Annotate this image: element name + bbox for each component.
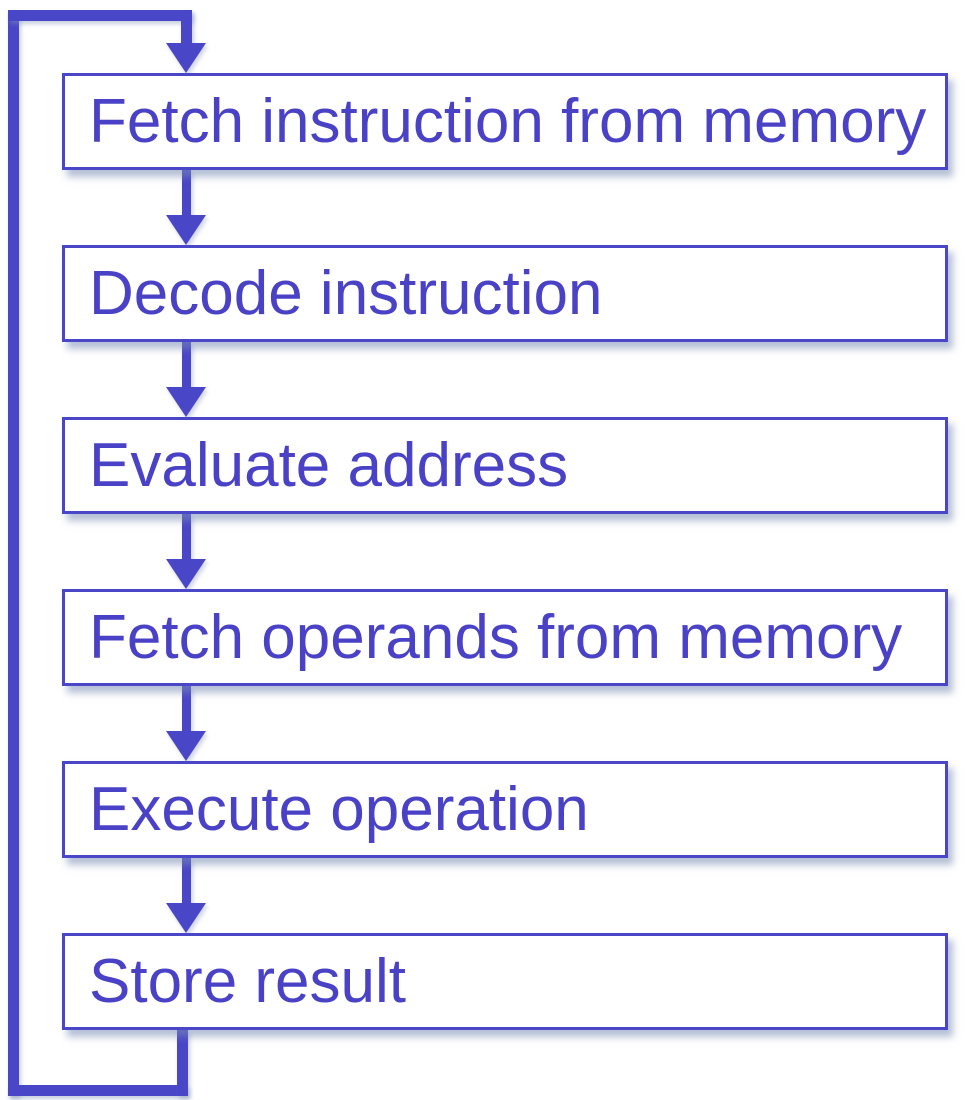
arrowhead-down-icon [166,215,206,245]
arrowhead-down-icon [166,387,206,417]
loop-line-left-segment [8,10,19,1096]
step-label: Execute operation [89,774,589,844]
arrowhead-loop-into-fetch-instruction-icon [166,43,206,73]
arrowhead-down-icon [166,559,206,589]
loop-line-store-exit-segment [177,1030,188,1096]
loop-line-top-drop-segment [181,10,192,48]
connector-operands-to-execute [182,686,191,733]
step-box-decode-instruction: Decode instruction [62,245,948,342]
connector-decode-to-evaluate [182,342,191,389]
arrowhead-down-icon [166,731,206,761]
step-box-fetch-operands: Fetch operands from memory [62,589,948,686]
step-label: Fetch instruction from memory [89,86,927,156]
step-box-execute-operation: Execute operation [62,761,948,858]
connector-evaluate-to-operands [182,514,191,561]
connector-execute-to-store [182,858,191,905]
step-label: Store result [89,946,407,1016]
step-label: Evaluate address [89,430,569,500]
step-box-store-result: Store result [62,933,948,1030]
step-box-fetch-instruction: Fetch instruction from memory [62,73,948,170]
step-box-evaluate-address: Evaluate address [62,417,948,514]
connector-fetch-to-decode [182,170,191,217]
step-label: Decode instruction [89,258,603,328]
step-label: Fetch operands from memory [89,602,903,672]
arrowhead-down-icon [166,903,206,933]
loop-line-bottom-segment [8,1085,188,1096]
loop-line-top-segment [8,10,192,21]
